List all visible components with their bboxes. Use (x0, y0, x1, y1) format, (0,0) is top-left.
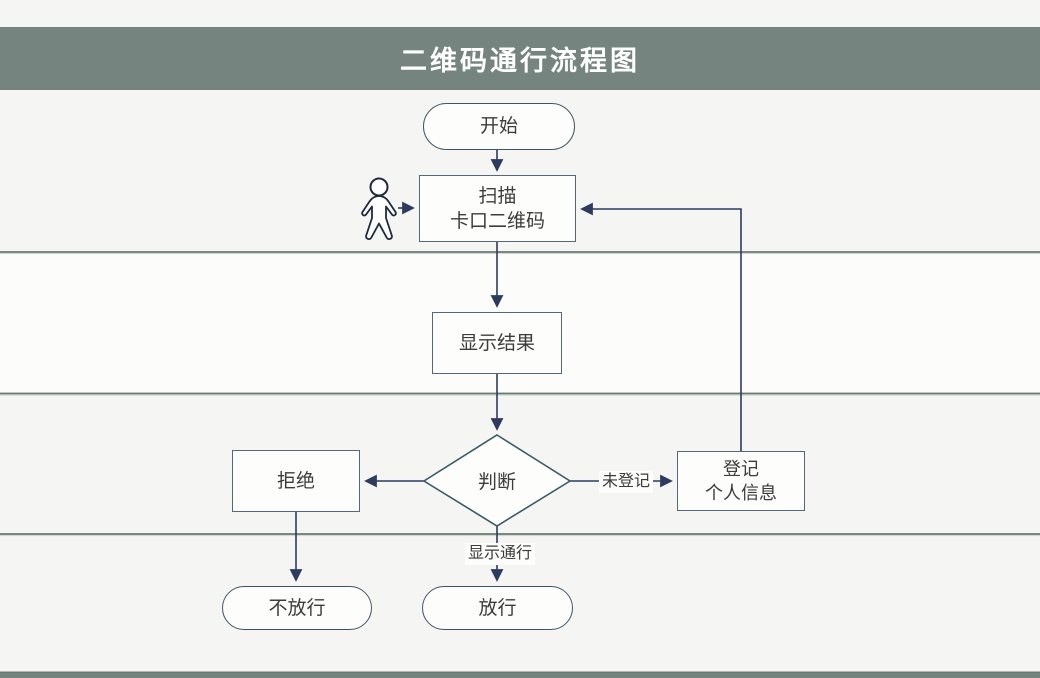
node-display-result: 显示结果 (432, 312, 562, 374)
node-reject: 拒绝 (232, 450, 360, 512)
person-icon (361, 177, 397, 241)
node-display-result-label: 显示结果 (458, 332, 535, 354)
node-decision: 判断 (424, 435, 570, 526)
node-register-line2: 个人信息 (705, 483, 777, 503)
node-start-label: 开始 (479, 116, 518, 137)
node-register-line1: 登记 (723, 459, 759, 479)
node-register: 登记 个人信息 (677, 451, 805, 511)
footer-bar (0, 673, 1040, 678)
title-bar: 二维码通行流程图 (0, 27, 1040, 90)
node-scan-line2: 卡口二维码 (449, 210, 545, 232)
page-title: 二维码通行流程图 (400, 46, 640, 76)
node-scan-line1: 扫描 (478, 185, 517, 207)
node-deny-pass: 不放行 (222, 586, 372, 630)
node-allow-pass-label: 放行 (478, 597, 517, 619)
edge-label-display-pass: 显示通行 (464, 543, 536, 565)
edge-label-unregistered: 未登记 (598, 471, 654, 493)
node-scan: 扫描 卡口二维码 (419, 175, 576, 242)
node-deny-pass-label: 不放行 (268, 597, 326, 619)
node-start: 开始 (423, 103, 575, 150)
node-allow-pass: 放行 (422, 586, 573, 630)
node-decision-label: 判断 (477, 472, 516, 493)
node-reject-label: 拒绝 (276, 470, 315, 492)
